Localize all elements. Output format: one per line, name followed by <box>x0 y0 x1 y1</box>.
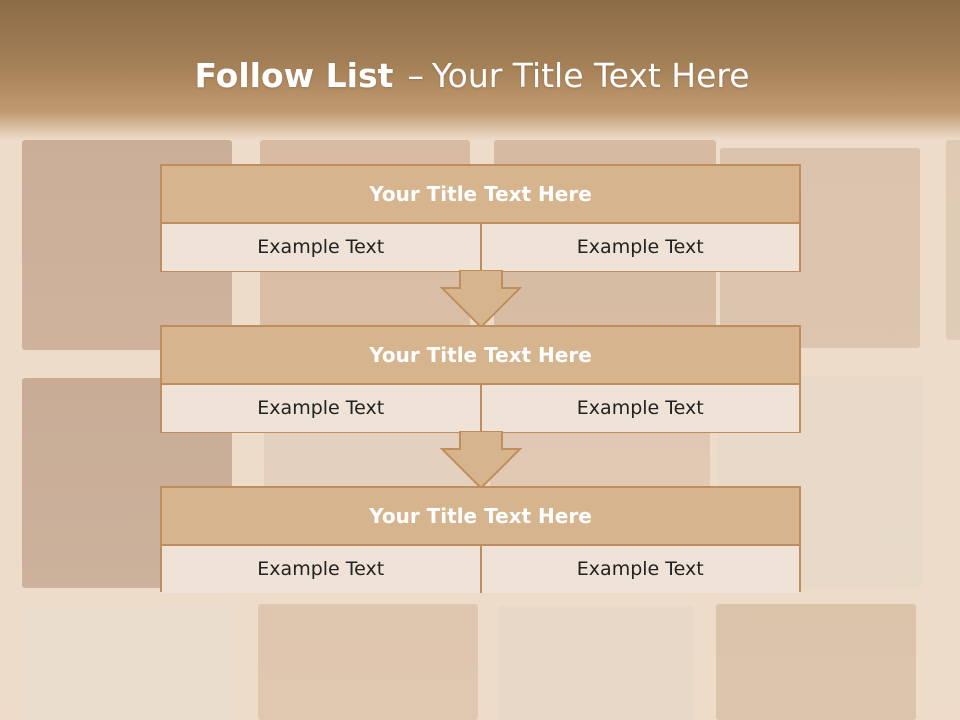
step-title: Your Title Text Here <box>162 166 799 224</box>
step-row: Example Text Example Text <box>162 546 799 593</box>
down-arrow-icon <box>440 270 522 328</box>
slide-title-rest: Your Title Text Here <box>431 56 750 95</box>
step-block-1: Your Title Text Here Example Text Exampl… <box>160 164 801 272</box>
step-block-2: Your Title Text Here Example Text Exampl… <box>160 325 801 433</box>
step-cell-right: Example Text <box>479 224 799 271</box>
step-cell-left: Example Text <box>162 385 480 432</box>
step-cell-right: Example Text <box>479 546 799 593</box>
step-cell-left: Example Text <box>162 546 480 593</box>
step-block-3: Your Title Text Here Example Text Exampl… <box>160 486 801 593</box>
step-cell-right: Example Text <box>479 385 799 432</box>
step-cell-left: Example Text <box>162 224 480 271</box>
step-row: Example Text Example Text <box>162 385 799 432</box>
down-arrow-icon <box>440 431 522 489</box>
slide-title-separator: – <box>407 56 424 95</box>
header-band <box>0 0 960 140</box>
step-title: Your Title Text Here <box>162 488 799 546</box>
slide-title: Follow List–Your Title Text Here <box>0 52 944 100</box>
slide-title-bold: Follow List <box>194 56 394 95</box>
step-title: Your Title Text Here <box>162 327 799 385</box>
step-row: Example Text Example Text <box>162 224 799 271</box>
